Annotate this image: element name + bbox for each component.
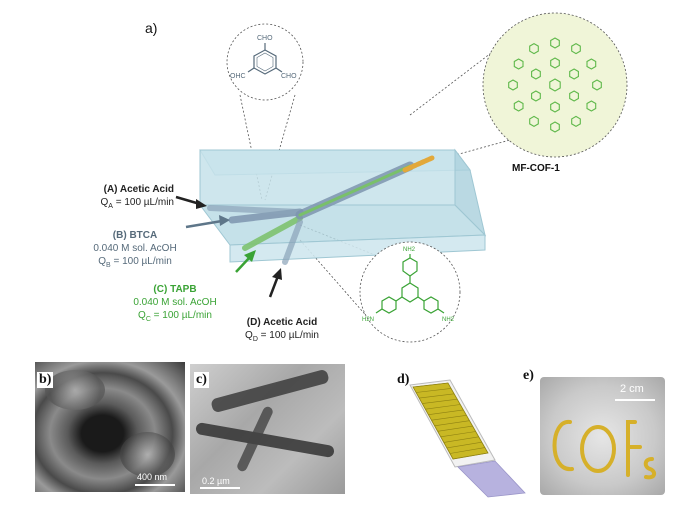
tem-scale-label: 0.2 µm — [202, 476, 230, 486]
channels — [207, 155, 435, 265]
tapb-top-group: NH2 — [403, 247, 416, 253]
inlet-b-label: (B) BTCA 0.040 M sol. AcOH QB = 100 µL/m… — [93, 230, 177, 269]
chip-channel-line — [437, 425, 473, 432]
cof-ring — [550, 57, 560, 69]
inlet-arrows — [175, 195, 282, 298]
cof-ring — [531, 90, 541, 102]
chip-channel-line — [434, 420, 470, 427]
chip-photo — [409, 379, 526, 498]
tapb-molecule-inset — [359, 241, 461, 343]
chip-channel-line — [422, 398, 458, 404]
cof-ring — [513, 58, 524, 70]
panel-e-label: e) — [523, 368, 534, 383]
panel-d-label: d) — [397, 372, 410, 387]
chip-channel-line — [412, 382, 449, 388]
inlet-d-label: (D) Acetic Acid QD = 100 µL/min — [245, 317, 319, 343]
cof-ring — [549, 78, 561, 92]
tapb-left-group: H2N — [362, 317, 375, 323]
chip-channel-line — [428, 409, 464, 415]
inlet-a-label: (A) Acetic Acid QA = 100 µL/min — [100, 184, 174, 210]
cofs-writing — [552, 420, 657, 480]
cof-ring — [586, 100, 597, 112]
chip-channel-line — [425, 404, 461, 410]
product-label: MF-COF-1 — [512, 163, 560, 174]
cof-ring — [513, 100, 524, 112]
cof-ring — [571, 42, 581, 55]
chip-channel-line — [443, 436, 479, 443]
panel-c-label: c) — [194, 372, 209, 388]
photo-scale-label: 2 cm — [620, 383, 644, 395]
btca-top-group: CHO — [257, 35, 273, 42]
chip-channel-line — [416, 388, 452, 393]
panel-b-label: b) — [37, 372, 54, 388]
chip-channel-line — [431, 415, 467, 421]
cof-ring — [529, 115, 539, 128]
channel-c — [242, 215, 303, 251]
tem-image: 0.2 µm — [190, 364, 345, 494]
sem-scale-label: 400 nm — [137, 472, 168, 482]
tapb-right-group: NH2 — [442, 317, 455, 323]
cof-ring — [569, 68, 579, 80]
cof-ring — [592, 79, 602, 91]
cof-ring — [529, 42, 539, 55]
cof-structure-inset — [482, 12, 628, 158]
sem-image: 400 nm — [35, 362, 185, 492]
cofs-photo: 2 cm — [540, 377, 665, 495]
cof-ring — [586, 58, 597, 70]
btca-right-group: CHO — [281, 73, 297, 80]
cof-ring — [569, 90, 579, 102]
btca-molecule-inset — [226, 23, 304, 101]
chip-channel-line — [449, 447, 485, 454]
chip-channel-line — [440, 431, 476, 438]
product-fibre — [402, 155, 435, 173]
cof-ring — [508, 79, 518, 91]
channel-green-core — [298, 164, 412, 217]
cof-ring — [571, 115, 581, 128]
btca-left-group: OHC — [230, 73, 246, 80]
chip-channel-line — [446, 441, 482, 449]
cof-ring — [550, 121, 560, 133]
panel-a-label: a) — [145, 20, 158, 36]
cof-ring — [531, 68, 541, 80]
channel-a — [207, 205, 303, 215]
chip-channel-line — [452, 452, 489, 460]
cof-ring — [550, 37, 560, 49]
microfluidic-chip — [199, 148, 487, 263]
cof-ring — [550, 101, 560, 113]
inlet-c-label: (C) TAPB 0.040 M sol. AcOH QC = 100 µL/m… — [133, 284, 217, 323]
channel-d — [282, 219, 303, 265]
chip-channel-line — [419, 393, 455, 399]
